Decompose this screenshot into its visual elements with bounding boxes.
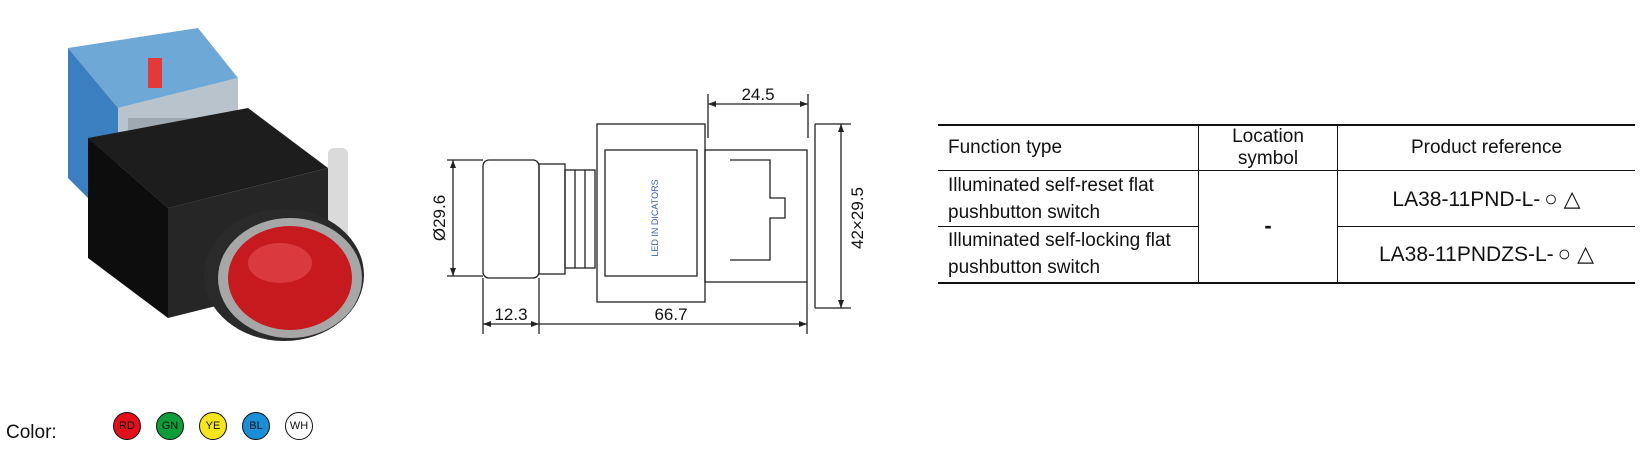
dim-height-label: 42×29.5: [848, 187, 867, 249]
color-swatch-wh: WH: [285, 412, 313, 440]
dim-length-label: 66.7: [654, 305, 687, 324]
color-swatch-rd: RD: [113, 412, 141, 440]
contact-block-outline: [704, 149, 808, 283]
location-symbol-cell: -: [1198, 170, 1338, 284]
table-header-row: Function type Location symbol Product re…: [938, 124, 1635, 171]
dimension-drawing: 24.5 Ø29.6 42×29.5 12.3 66.7 LED IN DICA…: [430, 85, 867, 334]
product-reference-text: LA38-11PNDZS-L-: [1378, 243, 1554, 267]
bezel-outline: [538, 163, 566, 275]
function-type-cell: Illuminated self-locking flat pushbutton…: [938, 226, 1199, 284]
product-reference-text: LA38-11PND-L-: [1392, 187, 1541, 211]
color-label: Color:: [6, 422, 57, 443]
led-indicator-text: LED IN DICATORS: [650, 179, 660, 256]
dim-diameter-label: Ø29.6: [430, 195, 449, 241]
table-row: Illuminated self-locking flat pushbutton…: [938, 226, 1635, 284]
color-swatch-ye: YE: [199, 412, 227, 440]
product-reference-cell: LA38-11PND-L-○ △: [1337, 170, 1635, 227]
spec-table: Function type Location symbol Product re…: [938, 124, 1635, 284]
header-location-symbol: Location symbol: [1198, 124, 1338, 171]
color-swatch-gn: GN: [156, 412, 184, 440]
header-product-reference: Product reference: [1337, 124, 1635, 171]
dim-top-label: 24.5: [741, 85, 774, 104]
table-row: Illuminated self-reset flat pushbutton s…: [938, 170, 1635, 284]
head-outline: [482, 159, 540, 279]
function-type-cell: Illuminated self-reset flat pushbutton s…: [938, 170, 1199, 227]
product-photo: [68, 28, 364, 341]
function-line-1: Illuminated self-reset flat: [948, 174, 1154, 196]
dim-head-label: 12.3: [494, 305, 527, 324]
function-line-1: Illuminated self-locking flat: [948, 230, 1171, 252]
header-function-type: Function type: [938, 124, 1199, 171]
function-line-2: pushbutton switch: [948, 257, 1101, 279]
symbol-circle-triangle-icon: ○ △: [1544, 185, 1581, 211]
symbol-circle-triangle-icon: ○ △: [1557, 241, 1594, 267]
product-reference-cell: LA38-11PNDZS-L-○ △: [1337, 226, 1635, 284]
color-swatch-bl: BL: [242, 412, 270, 440]
function-line-2: pushbutton switch: [948, 201, 1101, 223]
